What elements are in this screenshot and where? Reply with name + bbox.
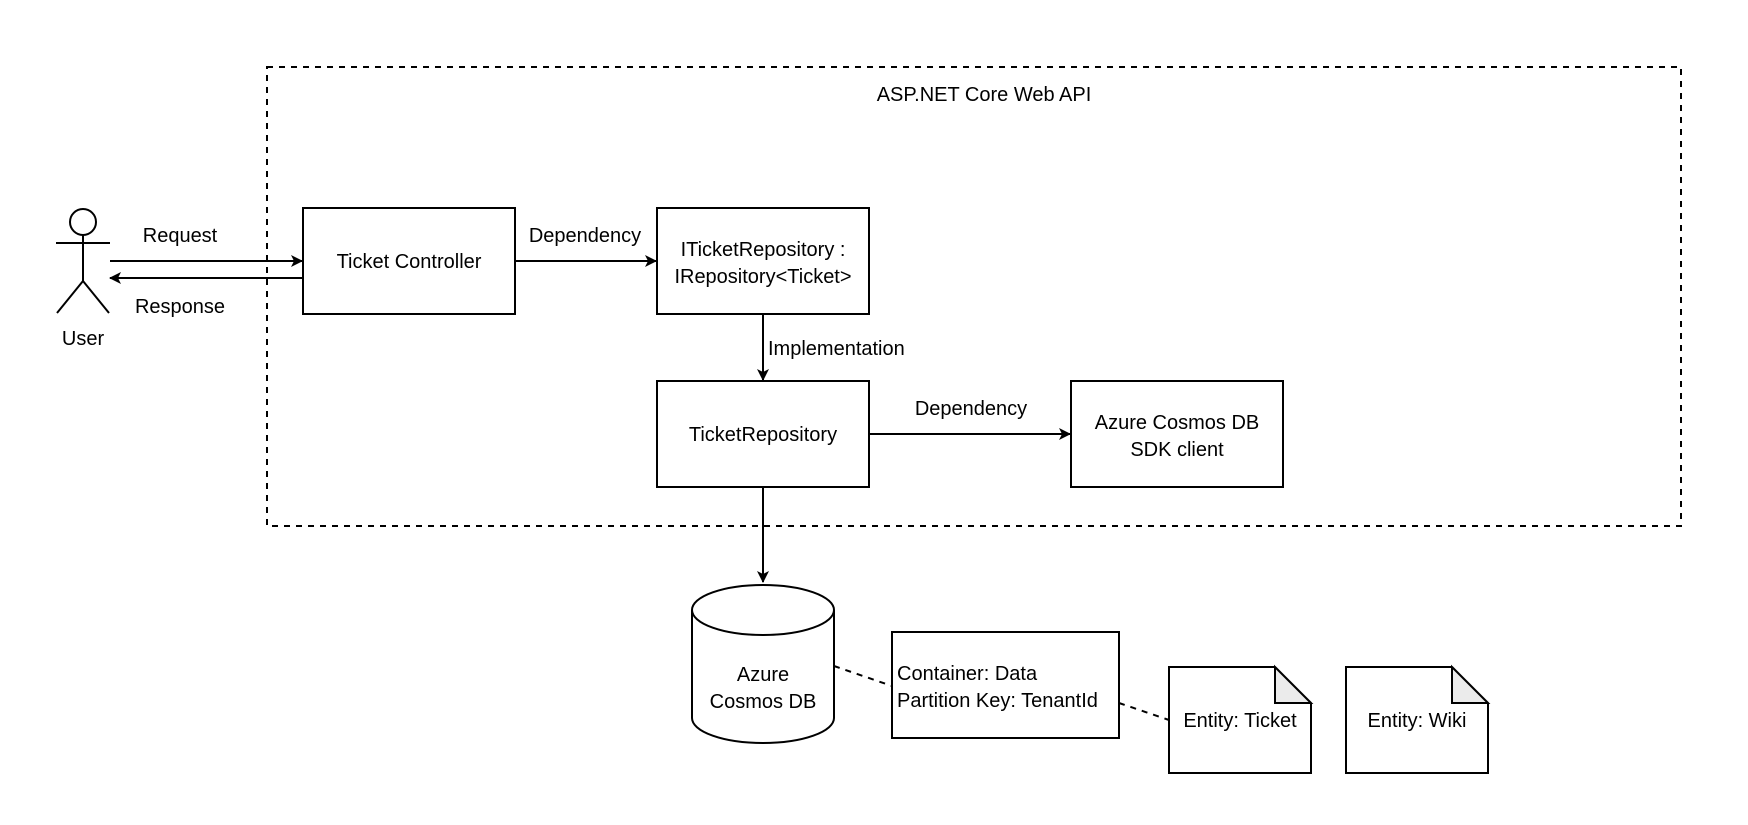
iticket-repository-line2: IRepository<Ticket> [674,266,851,288]
database-container-connector [833,665,893,687]
user-label: User [62,328,105,350]
repository-dependency-label: Dependency [915,398,1027,420]
cosmos-db-line2: Cosmos DB [710,691,817,713]
entity-ticket-note-icon [1168,664,1314,774]
container-box [891,631,1120,739]
ticket-controller-label: Ticket Controller [337,251,482,273]
iticket-repository-line1: ITicketRepository : [681,239,846,261]
request-label: Request [143,225,218,247]
ticket-repository-label: TicketRepository [689,424,837,446]
web-api-boundary [266,66,1682,527]
boundary-title: ASP.NET Core Web API [877,84,1092,106]
response-label: Response [135,296,225,318]
entity-wiki-note-icon [1345,664,1491,774]
iticket-repository-box [656,207,870,315]
container-line1: Container: Data [897,663,1038,685]
container-entity-connector [1118,702,1170,721]
cosmos-sdk-client-line1: Azure Cosmos DB [1095,412,1260,434]
cosmos-db-cylinder-icon [691,584,835,744]
ticket-controller-box [302,207,516,315]
cosmos-sdk-client-line2: SDK client [1130,439,1224,461]
container-line2: Partition Key: TenantId [897,690,1098,712]
ticket-repository-box [656,380,870,488]
user-actor-icon [56,208,110,314]
cosmos-sdk-client-box [1070,380,1284,488]
controller-dependency-label: Dependency [529,225,641,247]
entity-wiki-label: Entity: Wiki [1368,710,1467,732]
entity-ticket-label: Entity: Ticket [1183,710,1297,732]
implementation-label: Implementation [768,338,905,360]
cosmos-db-line1: Azure [737,664,789,686]
